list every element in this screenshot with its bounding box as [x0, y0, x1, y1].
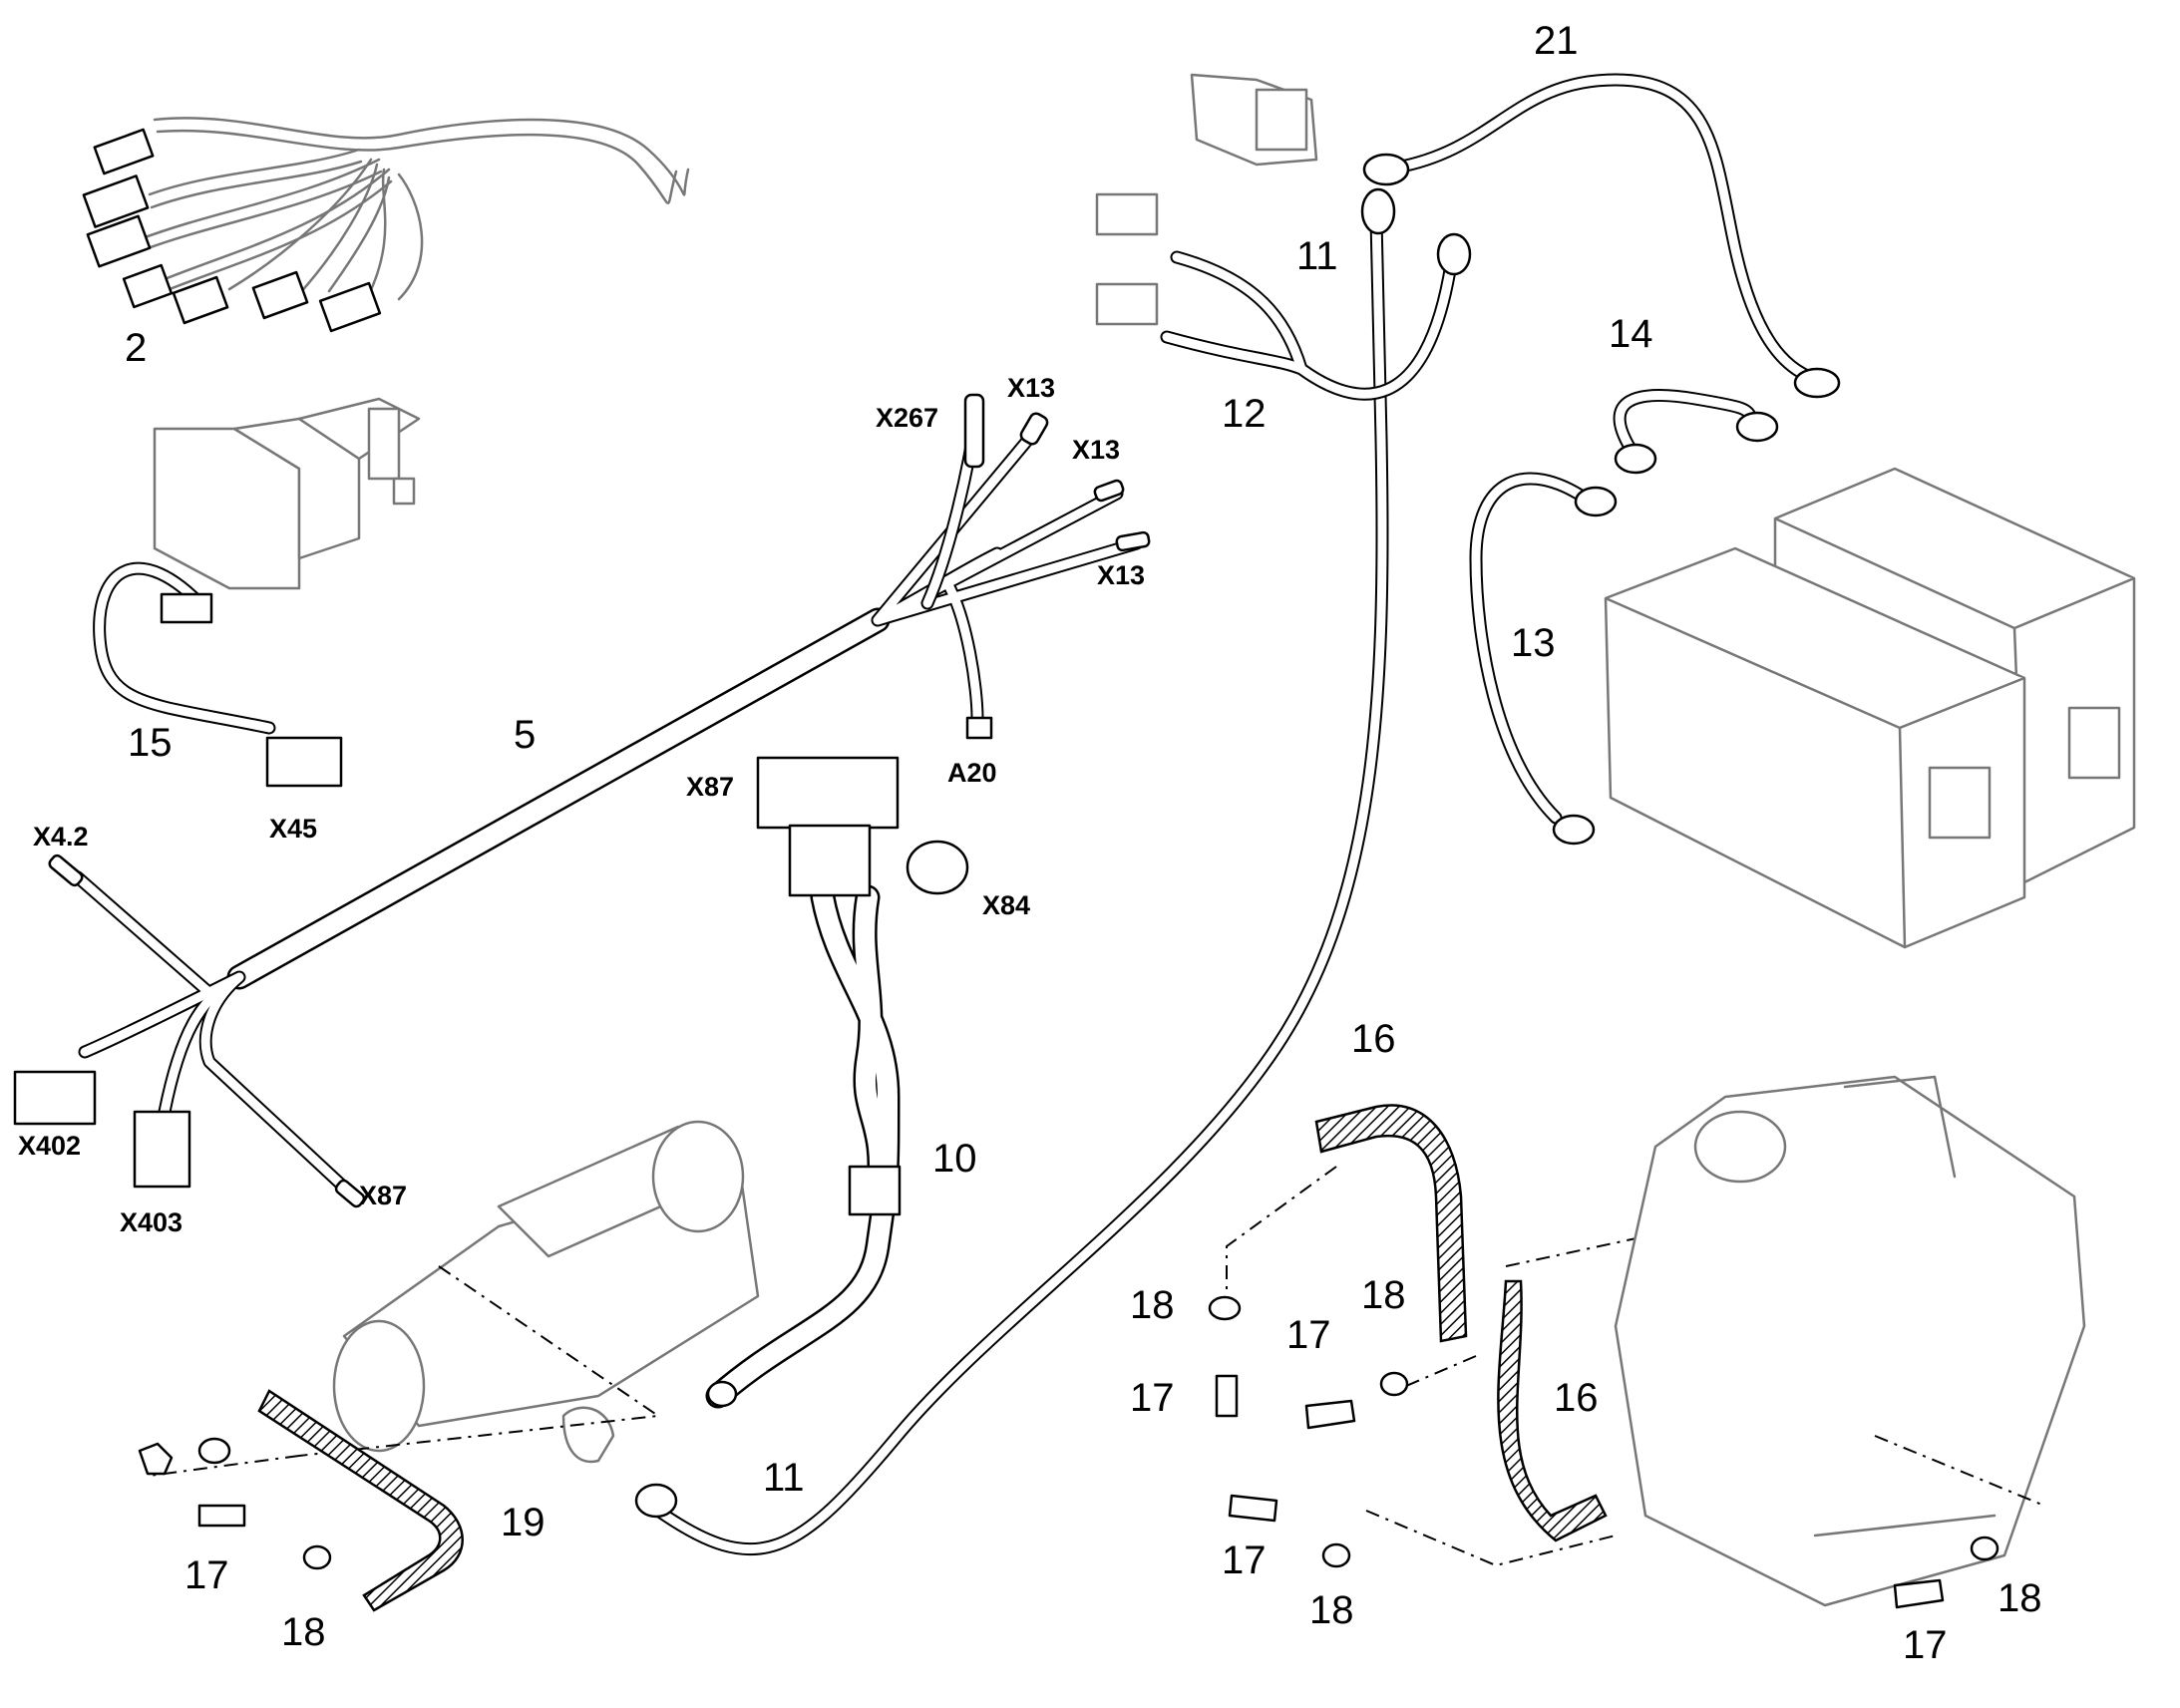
x4.2-terminal: [48, 854, 84, 887]
cable-13-eyelet-b: [1552, 814, 1596, 846]
callout-14: 14: [1609, 312, 1653, 356]
x87-connector-body: [788, 824, 872, 897]
bolt-17-center: [1304, 1399, 1356, 1430]
x87-connector-plate: [756, 756, 900, 830]
x84-round-connector: [906, 840, 969, 895]
callout-17-left: 17: [184, 1553, 229, 1597]
ground-strap-16-bottom: [1497, 1279, 1608, 1542]
label-x13-2: X13: [1072, 435, 1120, 465]
callout-21: 21: [1534, 19, 1579, 63]
bolt-17-right: [1893, 1578, 1945, 1609]
callout-10: 10: [932, 1137, 977, 1181]
callout-18-bottom: 18: [1309, 1588, 1354, 1632]
x402-connector: [13, 1070, 97, 1126]
label-x87-bottom: X87: [359, 1181, 407, 1210]
x13-terminal-2: [1093, 479, 1125, 503]
label-x402: X402: [18, 1131, 81, 1161]
callout-18-center: 18: [1130, 1283, 1175, 1327]
cable-12-eyelet: [1436, 232, 1472, 276]
callout-11-top: 11: [1296, 234, 1338, 278]
callout-16-top: 16: [1351, 1017, 1396, 1061]
label-x403: X403: [120, 1207, 182, 1237]
label-x87-top: X87: [686, 772, 734, 802]
callout-17-right: 17: [1903, 1623, 1948, 1667]
harness-item-2: [82, 117, 690, 333]
label-x13-1: X13: [1007, 373, 1055, 403]
washer-18-left: [302, 1544, 332, 1570]
callout-11-bottom: 11: [763, 1456, 805, 1500]
callout-2: 2: [125, 326, 147, 370]
callout-17-bottom: 17: [1222, 1538, 1267, 1582]
washer-19: [197, 1437, 231, 1465]
callout-15: 15: [128, 721, 173, 765]
a20-terminal: [965, 716, 993, 740]
cable-end: [706, 1380, 738, 1408]
cable-21-eyelet: [1362, 153, 1410, 186]
callout-18-left: 18: [281, 1610, 326, 1654]
ground-strap-19: [257, 1389, 464, 1612]
callout-19: 19: [501, 1501, 545, 1544]
fuel-tank: [1614, 1075, 2086, 1607]
nut-19: [138, 1442, 174, 1476]
label-x13-3: X13: [1097, 560, 1145, 590]
cable-eyelet-top: [1360, 187, 1396, 235]
x267-terminal: [963, 393, 985, 469]
bolt-17-bottom: [1228, 1494, 1278, 1523]
starter-motor: [332, 1120, 760, 1453]
washer-18-center: [1208, 1295, 1242, 1321]
callout-12: 12: [1222, 392, 1267, 436]
callout-13: 13: [1511, 621, 1556, 665]
x87-terminal: [334, 1179, 366, 1208]
cable-21-end: [1793, 367, 1841, 399]
callout-5: 5: [514, 713, 536, 757]
x45-connector: [265, 736, 343, 788]
cable-14-eyelet-b: [1735, 411, 1779, 443]
cable-boot: [561, 1406, 615, 1464]
washer-18-bottom: [1321, 1542, 1351, 1568]
x403-connector: [133, 1110, 191, 1189]
relay-1: [1095, 192, 1159, 236]
callout-18-right: 18: [1998, 1576, 2042, 1620]
cable-14-eyelet-a: [1614, 443, 1657, 475]
cable-13-eyelet-a: [1574, 486, 1618, 517]
cable-eyelet-bottom: [634, 1483, 678, 1519]
x13-terminal-3: [1115, 530, 1151, 552]
bracket-item-15: [153, 397, 421, 590]
callout-16-right: 16: [1554, 1376, 1599, 1420]
label-a20: A20: [947, 758, 997, 788]
x13-terminal-1: [1019, 412, 1049, 446]
bolt-17-left: [197, 1504, 246, 1528]
callout-18-strap: 18: [1361, 1273, 1406, 1317]
battery-pair: [1604, 467, 2136, 949]
callout-17-center: 17: [1286, 1313, 1331, 1357]
label-x84: X84: [982, 890, 1030, 920]
connector-item-15: [160, 592, 213, 624]
washer-18-right: [1970, 1536, 1999, 1561]
harness-sleeve: [848, 1165, 902, 1216]
callout-17-vertical: 17: [1130, 1376, 1175, 1420]
relay-2: [1095, 282, 1159, 326]
washer-18-strap: [1379, 1371, 1409, 1397]
label-x4.2: X4.2: [33, 822, 89, 852]
label-x45: X45: [269, 814, 317, 844]
ground-strap-16-top: [1314, 1104, 1468, 1343]
bolt-17-vertical: [1215, 1374, 1239, 1418]
label-x267: X267: [876, 403, 938, 433]
